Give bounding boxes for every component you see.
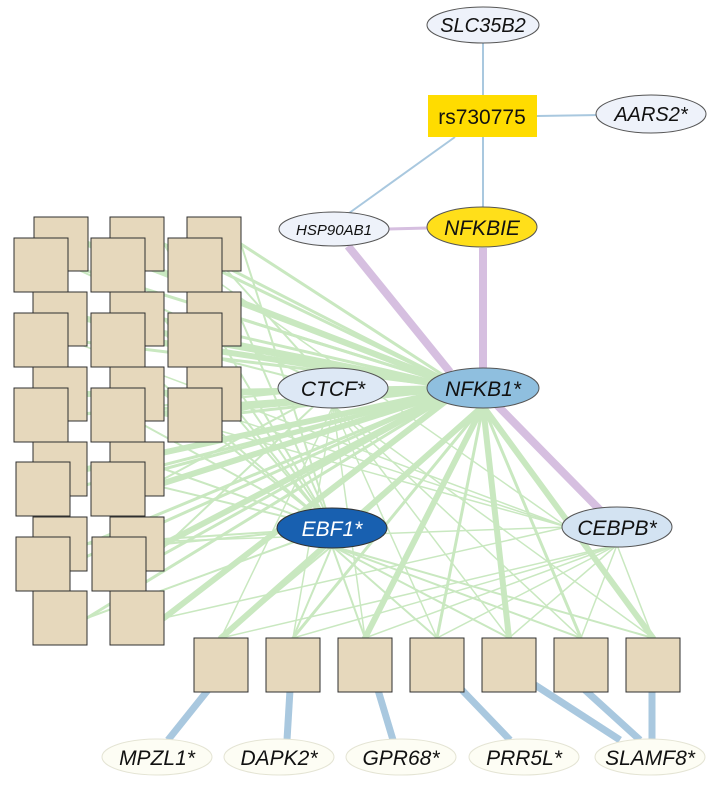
gene-tile-bottom-5[interactable] bbox=[553, 637, 609, 693]
gene-tile-left-7[interactable] bbox=[13, 312, 69, 368]
nodes: SLC35B2 AARS2* rs730775 HSP90AB1 NFKBIE … bbox=[101, 6, 707, 776]
tf-edge-ebf1-bottom-2 bbox=[331, 545, 366, 639]
tf-edge-nfkb1-tile-26 bbox=[85, 386, 465, 620]
node-slc35b2-label: SLC35B2 bbox=[440, 15, 526, 37]
node-nfkbie[interactable]: NFKBIE bbox=[426, 206, 538, 248]
tf-edge-ebf1-bottom-1 bbox=[292, 545, 333, 639]
edge-slamf8-tile-b bbox=[582, 687, 643, 743]
edge-slamf8-tile-a bbox=[533, 682, 622, 743]
node-gpr68[interactable]: GPR68* bbox=[345, 738, 457, 776]
edge-gpr68-tile bbox=[374, 688, 397, 742]
node-dapk2[interactable]: DAPK2* bbox=[223, 738, 335, 776]
gene-tile-bottom-1[interactable] bbox=[265, 637, 321, 693]
tf-edge-ebf1-bottom-4 bbox=[331, 545, 510, 639]
gene-tile-left-15[interactable] bbox=[90, 387, 146, 443]
edge-prr5l-tile bbox=[459, 687, 513, 743]
gene-tile-left-13[interactable] bbox=[13, 387, 69, 443]
gene-tile-left-19[interactable] bbox=[15, 461, 71, 517]
tf-edge-ebf1-bottom-0 bbox=[220, 545, 333, 639]
gene-tile-left-1[interactable] bbox=[13, 237, 69, 293]
edge-snp-hsp90ab1 bbox=[344, 136, 456, 217]
tf-edge-ebf1-bottom-3 bbox=[331, 545, 438, 639]
tf-edge-nfkb1-tile-27 bbox=[161, 385, 466, 621]
edge-dapk2-tile bbox=[283, 689, 294, 741]
tf-edge-nfkb1-tile-11 bbox=[220, 338, 465, 390]
node-ctcf-label: CTCF* bbox=[301, 378, 366, 401]
node-hsp90ab1[interactable]: HSP90AB1 bbox=[278, 211, 390, 247]
node-dapk2-label: DAPK2* bbox=[240, 747, 318, 770]
node-gpr68-label: GPR68* bbox=[362, 747, 440, 770]
gene-tile-left-23[interactable] bbox=[15, 536, 71, 592]
gene-tile-left-17[interactable] bbox=[167, 387, 223, 443]
edge-hsp90ab1-nfkb1 bbox=[344, 243, 454, 375]
node-slc35b2[interactable]: SLC35B2 bbox=[426, 6, 540, 44]
tf-edge-cebpb-bottom-6 bbox=[616, 544, 654, 639]
node-slamf8-label: SLAMF8* bbox=[605, 747, 696, 770]
node-aars2[interactable]: AARS2* bbox=[595, 94, 707, 134]
gene-tile-bottom-2[interactable] bbox=[337, 637, 393, 693]
node-cebpb-label: CEBPB* bbox=[577, 517, 657, 540]
node-ebf1-label: EBF1* bbox=[302, 518, 364, 541]
gene-tile-bottom-4[interactable] bbox=[481, 637, 537, 693]
gene-tile-bottom-0[interactable] bbox=[193, 637, 249, 693]
tf-edge-ctcf-bottom-4 bbox=[332, 405, 510, 639]
tf-edge-ctcf-bottom-6 bbox=[332, 405, 654, 639]
tf-edge-nfkb1-bottom-4 bbox=[480, 403, 512, 641]
tf-edge-cebpb-bottom-5 bbox=[580, 544, 618, 639]
tf-edge-nfkb1-tile-10 bbox=[239, 317, 465, 390]
edge-hsp90ab1-nfkbie bbox=[387, 226, 429, 231]
gene-tile-bottom-6[interactable] bbox=[625, 637, 681, 693]
node-mpzl1[interactable]: MPZL1* bbox=[101, 738, 213, 776]
node-aars2-label: AARS2* bbox=[613, 104, 689, 126]
tf-edge-ctcf-bottom-0 bbox=[220, 405, 334, 639]
node-prr5l[interactable]: PRR5L* bbox=[468, 738, 580, 776]
tf-edge-nfkb1-tile-4 bbox=[239, 242, 465, 390]
edge-mpzl1-tile bbox=[165, 687, 211, 743]
tf-edge-nfkb1-bottom-3 bbox=[435, 404, 485, 640]
gene-tile-left-27[interactable] bbox=[109, 590, 165, 646]
node-nfkb1-label: NFKB1* bbox=[445, 378, 522, 401]
gene-tile-left-9[interactable] bbox=[90, 312, 146, 368]
tf-edge-nfkb1-tile-5 bbox=[220, 263, 465, 390]
snp-label: rs730775 bbox=[438, 106, 526, 129]
tf-edge-nfkb1-bottom-1 bbox=[291, 404, 485, 640]
node-ebf1[interactable]: EBF1* bbox=[276, 507, 388, 549]
gene-tiles bbox=[13, 216, 681, 693]
gene-tile-left-3[interactable] bbox=[90, 237, 146, 293]
snp-node[interactable]: rs730775 bbox=[428, 95, 537, 137]
tf-edge-nfkb1-bottom-2 bbox=[362, 403, 486, 641]
tf-edge-ebf1-bottom-6 bbox=[331, 545, 654, 639]
tf-edge-ctcf-tile-25 bbox=[145, 387, 334, 565]
tf-edge-ebf1-bottom-5 bbox=[331, 545, 582, 639]
gene-tile-left-25[interactable] bbox=[91, 536, 147, 592]
gene-tile-bottom-3[interactable] bbox=[409, 637, 465, 693]
node-prr5l-label: PRR5L* bbox=[486, 747, 563, 770]
gene-tile-left-26[interactable] bbox=[32, 590, 88, 646]
node-cebpb[interactable]: CEBPB* bbox=[561, 506, 673, 548]
node-nfkbie-label: NFKBIE bbox=[444, 217, 521, 240]
tf-edge-nfkb1-tile-21 bbox=[142, 385, 466, 492]
tf-edge-cebpb-bottom-3 bbox=[436, 544, 618, 639]
tf-edge-nfkb1-tile-25 bbox=[144, 386, 465, 566]
tf-edge-ctcf-bottom-5 bbox=[332, 405, 582, 639]
node-hsp90ab1-label: HSP90AB1 bbox=[296, 222, 372, 239]
tf-edge-nfkb1-bottom-5 bbox=[481, 404, 583, 640]
edge-snp-aars2 bbox=[536, 114, 601, 117]
gene-tile-left-21[interactable] bbox=[90, 461, 146, 517]
gene-tile-left-5[interactable] bbox=[167, 237, 223, 293]
node-slamf8[interactable]: SLAMF8* bbox=[594, 738, 706, 776]
edge-nfkb1-cebpb bbox=[489, 397, 603, 513]
node-mpzl1-label: MPZL1* bbox=[119, 747, 196, 770]
association-edges bbox=[165, 42, 656, 743]
gene-tile-left-11[interactable] bbox=[167, 312, 223, 368]
node-nfkb1[interactable]: NFKB1* bbox=[426, 367, 540, 409]
node-ctcf[interactable]: CTCF* bbox=[277, 367, 389, 409]
